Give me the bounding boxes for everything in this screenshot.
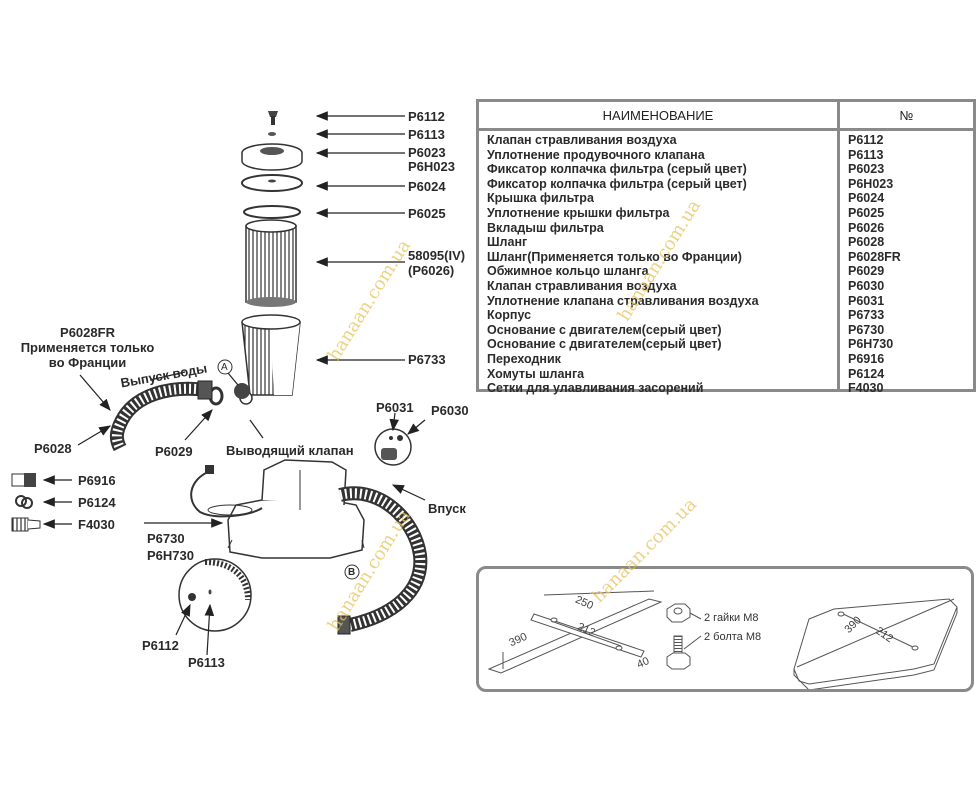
callout-f4030: F4030	[78, 517, 115, 532]
part-number-cell: P6024	[848, 191, 885, 206]
strainer-part	[11, 517, 41, 532]
part-name-cell: Крышка фильтра	[487, 191, 594, 206]
plate-hole	[837, 611, 845, 617]
part-number-cell: P6029	[848, 264, 885, 279]
filter-cap-part	[241, 143, 303, 171]
part-name-cell: Клапан стравливания воздуха	[487, 133, 677, 147]
callout-p6030: P6030	[431, 403, 469, 418]
adapter-part	[11, 473, 36, 487]
part-name-cell: Уплотнение крышки фильтра	[487, 205, 670, 220]
nut-hole	[673, 607, 683, 615]
part-number-cell: P6025	[848, 205, 885, 220]
marker-a-circle	[217, 359, 233, 375]
callout-p6113-bottom: P6113	[188, 655, 225, 670]
plate-hole	[911, 645, 919, 651]
long-bar	[487, 598, 663, 674]
part-name-cell: Шланг	[487, 235, 528, 250]
header-number: №	[837, 102, 973, 128]
part-number-cell: P6H730	[848, 337, 894, 352]
bar-hole	[615, 645, 623, 651]
marker-a-label: A	[221, 362, 228, 373]
bolts-label: 2 болта М8	[704, 631, 762, 643]
filter-housing-part	[234, 314, 301, 405]
part-name-cell: Шланг(Применяется только во Франции)	[487, 249, 742, 264]
part-name-cell: Корпус	[487, 308, 532, 323]
part-name-cell: Основание с двигателем(серый цвет)	[487, 322, 722, 337]
part-name-cell: Обжимное кольцо шланга	[487, 264, 649, 279]
callout-p6024: P6024	[408, 179, 446, 194]
part-number-cell: F4030	[848, 381, 884, 396]
callout-p6112-bottom: P6112	[142, 638, 179, 653]
part-name-cell: Уплотнение клапана стравливания воздуха	[487, 293, 759, 308]
callout-p6023: P6023	[408, 145, 446, 160]
part-name-cell: Фиксатор колпачка фильтра (серый цвет)	[487, 176, 747, 191]
callout-france-line2: во Франции	[48, 355, 127, 370]
callout-p6029: P6029	[155, 444, 193, 459]
callout-cartridge-line1: 58095(IV)	[408, 248, 466, 263]
callout-p6124: P6124	[78, 495, 116, 510]
part-name-cell: Фиксатор колпачка фильтра (серый цвет)	[487, 162, 747, 177]
hose-clamp-part	[15, 495, 33, 509]
part-name-cell: Вкладыш фильтра	[487, 220, 604, 235]
part-number-cell: P6124	[848, 366, 885, 381]
part-number-cell: P6113	[848, 147, 884, 162]
callout-p6h023: P6H023	[408, 159, 455, 174]
marker-b-circle	[344, 564, 360, 580]
base-plate	[793, 598, 958, 685]
leader-lines	[42, 111, 426, 656]
marker-b-label: B	[348, 567, 356, 578]
nuts-label: 2 гайки М8	[704, 612, 759, 624]
part-name-cell: Переходник	[487, 351, 561, 366]
part-number-cell: P6030	[848, 278, 885, 293]
air-release-valve-part	[268, 111, 278, 125]
callout-france-line1: Применяется только	[20, 340, 155, 355]
part-number-cell: P6730	[848, 322, 885, 337]
pump-base-part	[227, 459, 365, 559]
part-number-cell: P6023	[848, 162, 885, 177]
base-detail-circle	[178, 558, 252, 632]
filter-cover-part	[241, 174, 303, 192]
callout-p6730: P6730	[147, 531, 185, 546]
part-number-cell: P6031	[848, 293, 885, 308]
callout-inlet: Впуск	[428, 501, 466, 516]
outlet-hose-part	[109, 381, 207, 452]
header-name: НАИМЕНОВАНИЕ	[602, 107, 714, 123]
callout-p6h730: P6H730	[147, 548, 194, 563]
part-name-cell: Основание с двигателем(серый цвет)	[487, 337, 722, 352]
part-number-cell: P6112	[848, 133, 884, 147]
bolt-head	[666, 652, 691, 670]
cover-seal-part	[243, 205, 301, 219]
part-name-cell: Клапан стравливания воздуха	[487, 278, 677, 293]
valve-seal-part	[268, 132, 276, 136]
mounting-panel: 250 212 390 40 2 гайки М8 2 болта М8 390…	[476, 566, 974, 692]
callout-p6025: P6025	[408, 206, 446, 221]
filter-cartridge-part	[245, 219, 297, 307]
part-number-cell: P6916	[848, 351, 885, 366]
callout-cartridge-line2: (P6026)	[408, 263, 455, 278]
bolt-icon	[673, 635, 683, 655]
valve-detail-circle	[374, 428, 412, 466]
callout-p6031: P6031	[376, 400, 414, 415]
callout-outlet-valve: Выводящий клапан	[226, 443, 354, 458]
callout-p6028: P6028	[34, 441, 72, 456]
callout-p6916: P6916	[78, 473, 116, 488]
part-name-cell: Хомуты шланга	[487, 366, 585, 381]
parts-table: НАИМЕНОВАНИЕ № Клапан стравливания возду…	[476, 99, 976, 395]
part-number-cell: P6028	[848, 235, 885, 250]
callout-p6733: P6733	[408, 352, 446, 367]
part-number-cell: P6733	[848, 308, 885, 323]
part-number-cell: P6H023	[848, 176, 894, 191]
callout-p6028fr: P6028FR	[60, 325, 115, 340]
callout-p6113-top: P6113	[408, 127, 445, 142]
short-bar	[530, 613, 645, 658]
mounting-drawing	[487, 590, 958, 689]
part-number-cell: P6026	[848, 220, 885, 235]
part-name-cell: Сетки для улавливания засорений	[487, 381, 704, 396]
part-name-cell: Уплотнение продувочного клапана	[487, 147, 705, 162]
callout-p6112-top: P6112	[408, 109, 445, 124]
part-number-cell: P6028FR	[848, 249, 901, 264]
